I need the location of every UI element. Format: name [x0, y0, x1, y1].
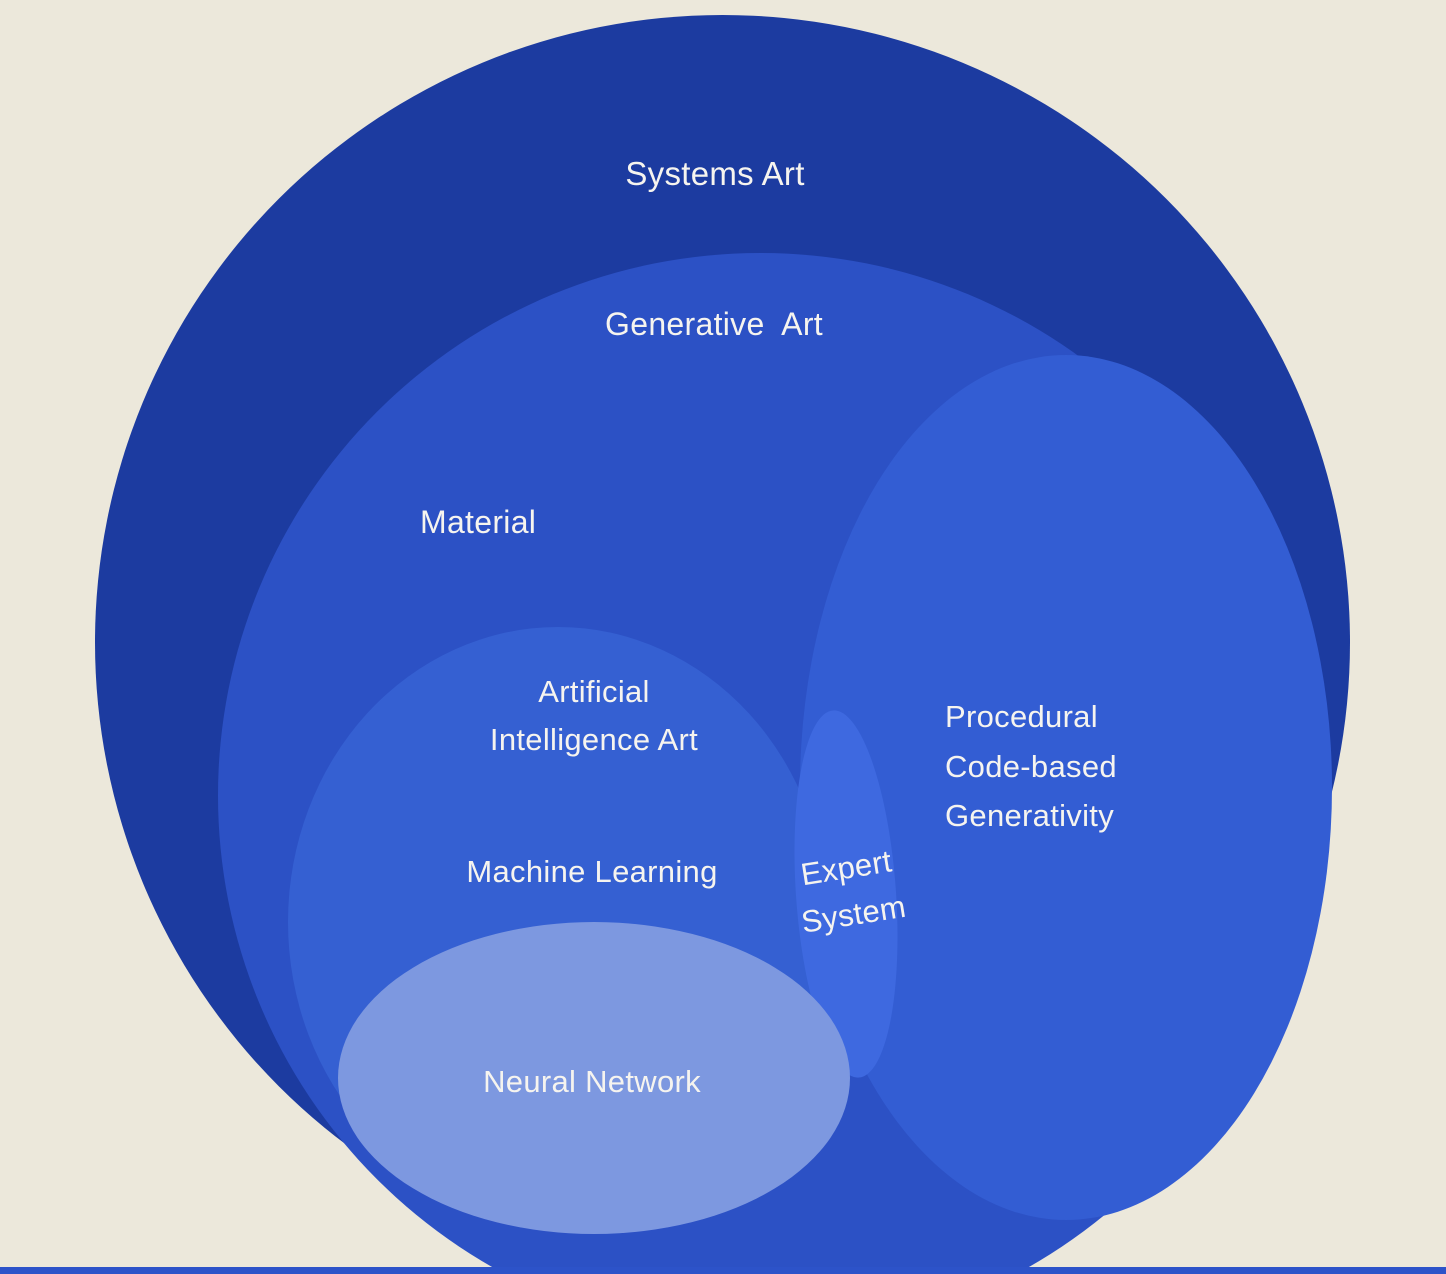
procedural-generativity-label: Procedural Code-based Generativity	[945, 699, 1117, 834]
generative-art-label: Generative Art	[605, 306, 823, 342]
artificial-intelligence-art-label: Artificial Intelligence Art	[489, 674, 699, 758]
material-label: Material	[420, 504, 537, 540]
bottom-accent-bar	[0, 1267, 1446, 1274]
systems-art-label: Systems Art	[625, 155, 805, 192]
neural-network-ellipse	[338, 922, 850, 1234]
procedural-generativity-ellipse	[800, 355, 1332, 1220]
neural-network-label: Neural Network	[483, 1064, 701, 1099]
machine-learning-label: Machine Learning	[466, 854, 718, 889]
